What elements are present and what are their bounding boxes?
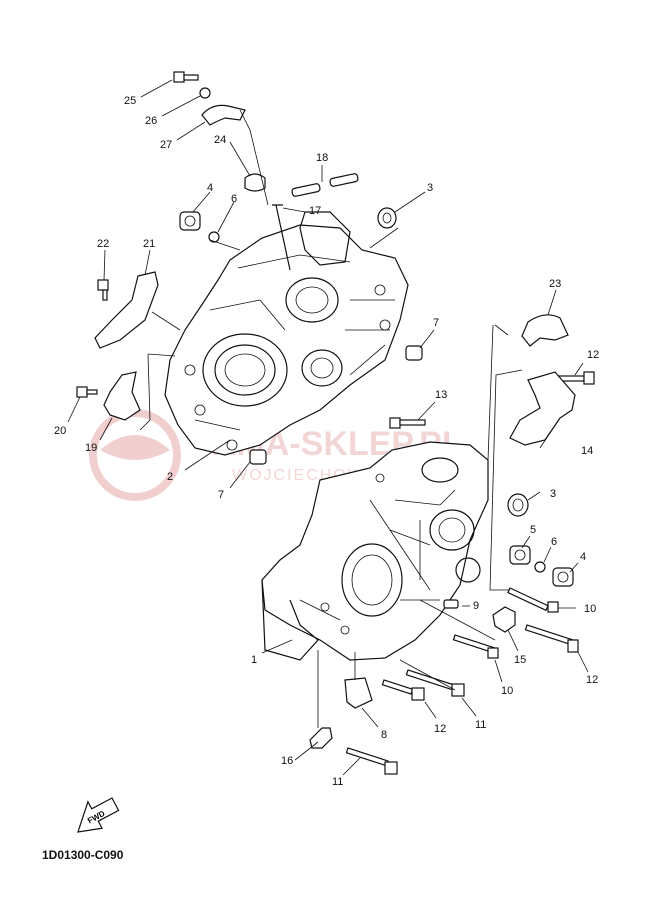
callout-14: 14 xyxy=(581,445,593,457)
callout-24: 24 xyxy=(214,134,226,146)
callout-27: 27 xyxy=(160,139,172,151)
callout-11-upper: 11 xyxy=(475,719,486,731)
callout-5: 5 xyxy=(530,524,536,536)
callout-7-lower: 7 xyxy=(218,489,224,501)
callout-15: 15 xyxy=(514,654,526,666)
callout-labels: 25 26 27 24 18 4 6 17 3 22 21 23 7 12 20… xyxy=(54,95,599,788)
breather-pipe-17 xyxy=(272,204,291,271)
callout-18: 18 xyxy=(316,152,328,164)
washer-26 xyxy=(199,87,211,99)
block-9 xyxy=(443,599,459,609)
bolt-12-lower xyxy=(381,679,425,701)
callout-23: 23 xyxy=(549,278,561,290)
callout-6-upper: 6 xyxy=(231,193,237,205)
clamp-27 xyxy=(201,104,246,126)
bolt-22 xyxy=(97,279,109,301)
left-crankcase-half xyxy=(164,211,409,456)
cap-24 xyxy=(244,173,266,192)
callout-12-upper: 12 xyxy=(587,349,599,361)
leader-lines xyxy=(67,79,589,776)
right-crankcase-half xyxy=(261,441,489,661)
callout-11-lower: 11 xyxy=(332,776,343,788)
callout-22: 22 xyxy=(97,238,109,250)
bolt-25 xyxy=(173,71,199,83)
callout-9: 9 xyxy=(473,600,479,612)
callout-17: 17 xyxy=(309,205,321,217)
callout-3-lower: 3 xyxy=(550,488,556,500)
bracket-21 xyxy=(94,271,159,349)
callout-26: 26 xyxy=(145,115,157,127)
callout-7-upper: 7 xyxy=(433,317,439,329)
callout-10-lower: 10 xyxy=(501,685,513,697)
callout-20: 20 xyxy=(54,425,66,437)
oil-seal-3-upper xyxy=(377,207,397,229)
callout-21: 21 xyxy=(143,238,155,250)
bearing-5 xyxy=(509,545,531,565)
bushing-4-upper xyxy=(179,211,201,231)
bracket-16 xyxy=(309,727,333,749)
bolt-20 xyxy=(76,386,98,398)
bushing-4-lower xyxy=(552,567,574,587)
callout-2: 2 xyxy=(167,471,173,483)
callout-12-lower: 12 xyxy=(434,723,446,735)
forward-arrow-icon: FWD xyxy=(77,797,120,833)
bracket-19 xyxy=(103,371,141,421)
dowel-pins-18 xyxy=(291,173,359,197)
callout-13: 13 xyxy=(435,389,447,401)
bracket-15 xyxy=(492,606,516,633)
diagram-code: 1D01300-C090 xyxy=(42,848,124,862)
bolt-12-right xyxy=(524,624,579,653)
bolt-10-lower xyxy=(452,634,499,659)
o-ring-6-lower xyxy=(534,561,546,573)
callout-16: 16 xyxy=(281,755,293,767)
damper-7-lower xyxy=(249,449,267,465)
callout-19: 19 xyxy=(85,442,97,454)
callout-10-upper: 10 xyxy=(584,603,596,615)
damper-7-upper xyxy=(405,345,423,361)
callout-6-lower: 6 xyxy=(551,536,557,548)
bolt-10-upper xyxy=(507,587,559,613)
callout-1: 1 xyxy=(251,654,257,666)
callout-12-right: 12 xyxy=(586,674,598,686)
oil-seal-3-lower xyxy=(507,493,529,517)
bolt-13 xyxy=(389,417,426,429)
callout-3-upper: 3 xyxy=(427,182,433,194)
callout-4-upper: 4 xyxy=(207,182,213,194)
callout-4-lower: 4 xyxy=(580,551,586,563)
bracket-14 xyxy=(509,371,576,446)
callout-8: 8 xyxy=(381,729,387,741)
o-ring-6-upper xyxy=(208,231,220,243)
callout-25: 25 xyxy=(124,95,136,107)
bolt-11-lower xyxy=(345,747,398,775)
block-8 xyxy=(344,677,373,709)
clip-23 xyxy=(521,314,569,347)
